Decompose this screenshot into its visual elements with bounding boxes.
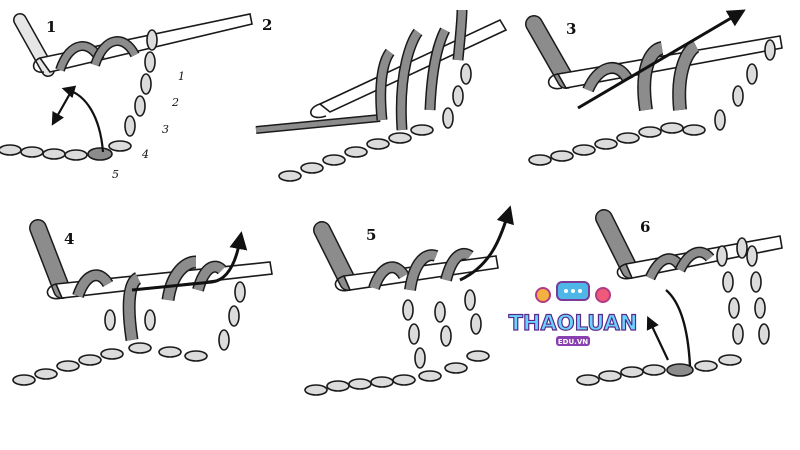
step-label: 2	[262, 16, 272, 34]
step-label: 1	[46, 18, 56, 36]
panel-1: 1 1 2 3 4 5	[0, 13, 253, 181]
watermark-name: THAOLUAN	[509, 311, 638, 335]
watermark-sub: EDU.VN	[558, 338, 588, 346]
panel-4: 4	[12, 219, 273, 386]
panel-5: 5	[304, 205, 514, 396]
step-label: 3	[566, 20, 576, 38]
panel-6: 6	[576, 209, 783, 386]
step-label: 5	[366, 226, 376, 244]
chain-count-label: 2	[171, 96, 179, 109]
panel-2: 2	[255, 9, 508, 182]
chain-count-label: 1	[178, 70, 185, 83]
step-label: 4	[64, 230, 74, 248]
chain-count-label: 5	[112, 168, 119, 181]
watermark-logo: THAOLUAN EDU.VN	[508, 281, 638, 346]
chain-count-label: 4	[141, 148, 149, 161]
crochet-hook	[556, 35, 783, 89]
chain-count-label: 3	[162, 123, 169, 136]
step-label: 6	[640, 218, 650, 236]
panel-3: 3	[525, 9, 783, 166]
